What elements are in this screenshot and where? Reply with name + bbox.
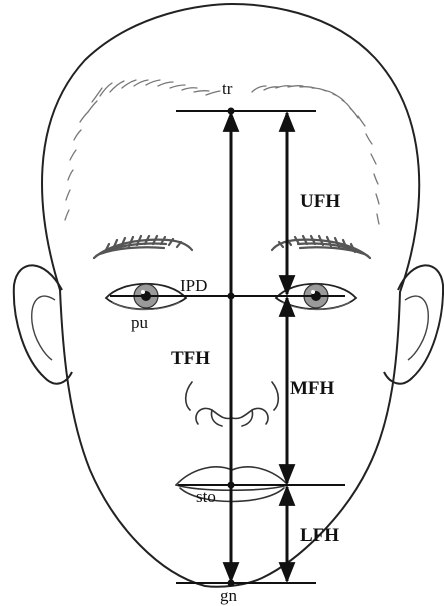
left-ear <box>14 265 72 383</box>
pu-label: pu <box>131 313 149 332</box>
gn-label: gn <box>220 586 238 605</box>
sto-label: sto <box>196 487 216 506</box>
right-ear-inner <box>405 296 428 360</box>
ufh-label: UFH <box>300 191 340 212</box>
tfh-label: TFH <box>171 348 210 369</box>
left-ear-inner <box>32 296 55 360</box>
sto-point <box>228 482 235 489</box>
right-ear <box>384 265 443 383</box>
tr-point <box>228 108 235 115</box>
ipd-point <box>228 293 235 300</box>
lfh-label: LFH <box>300 525 339 546</box>
ipd-label: IPD <box>180 276 207 295</box>
mfh-label: MFH <box>290 378 335 399</box>
left-eyebrow <box>94 236 192 258</box>
tr-label: tr <box>222 79 233 98</box>
